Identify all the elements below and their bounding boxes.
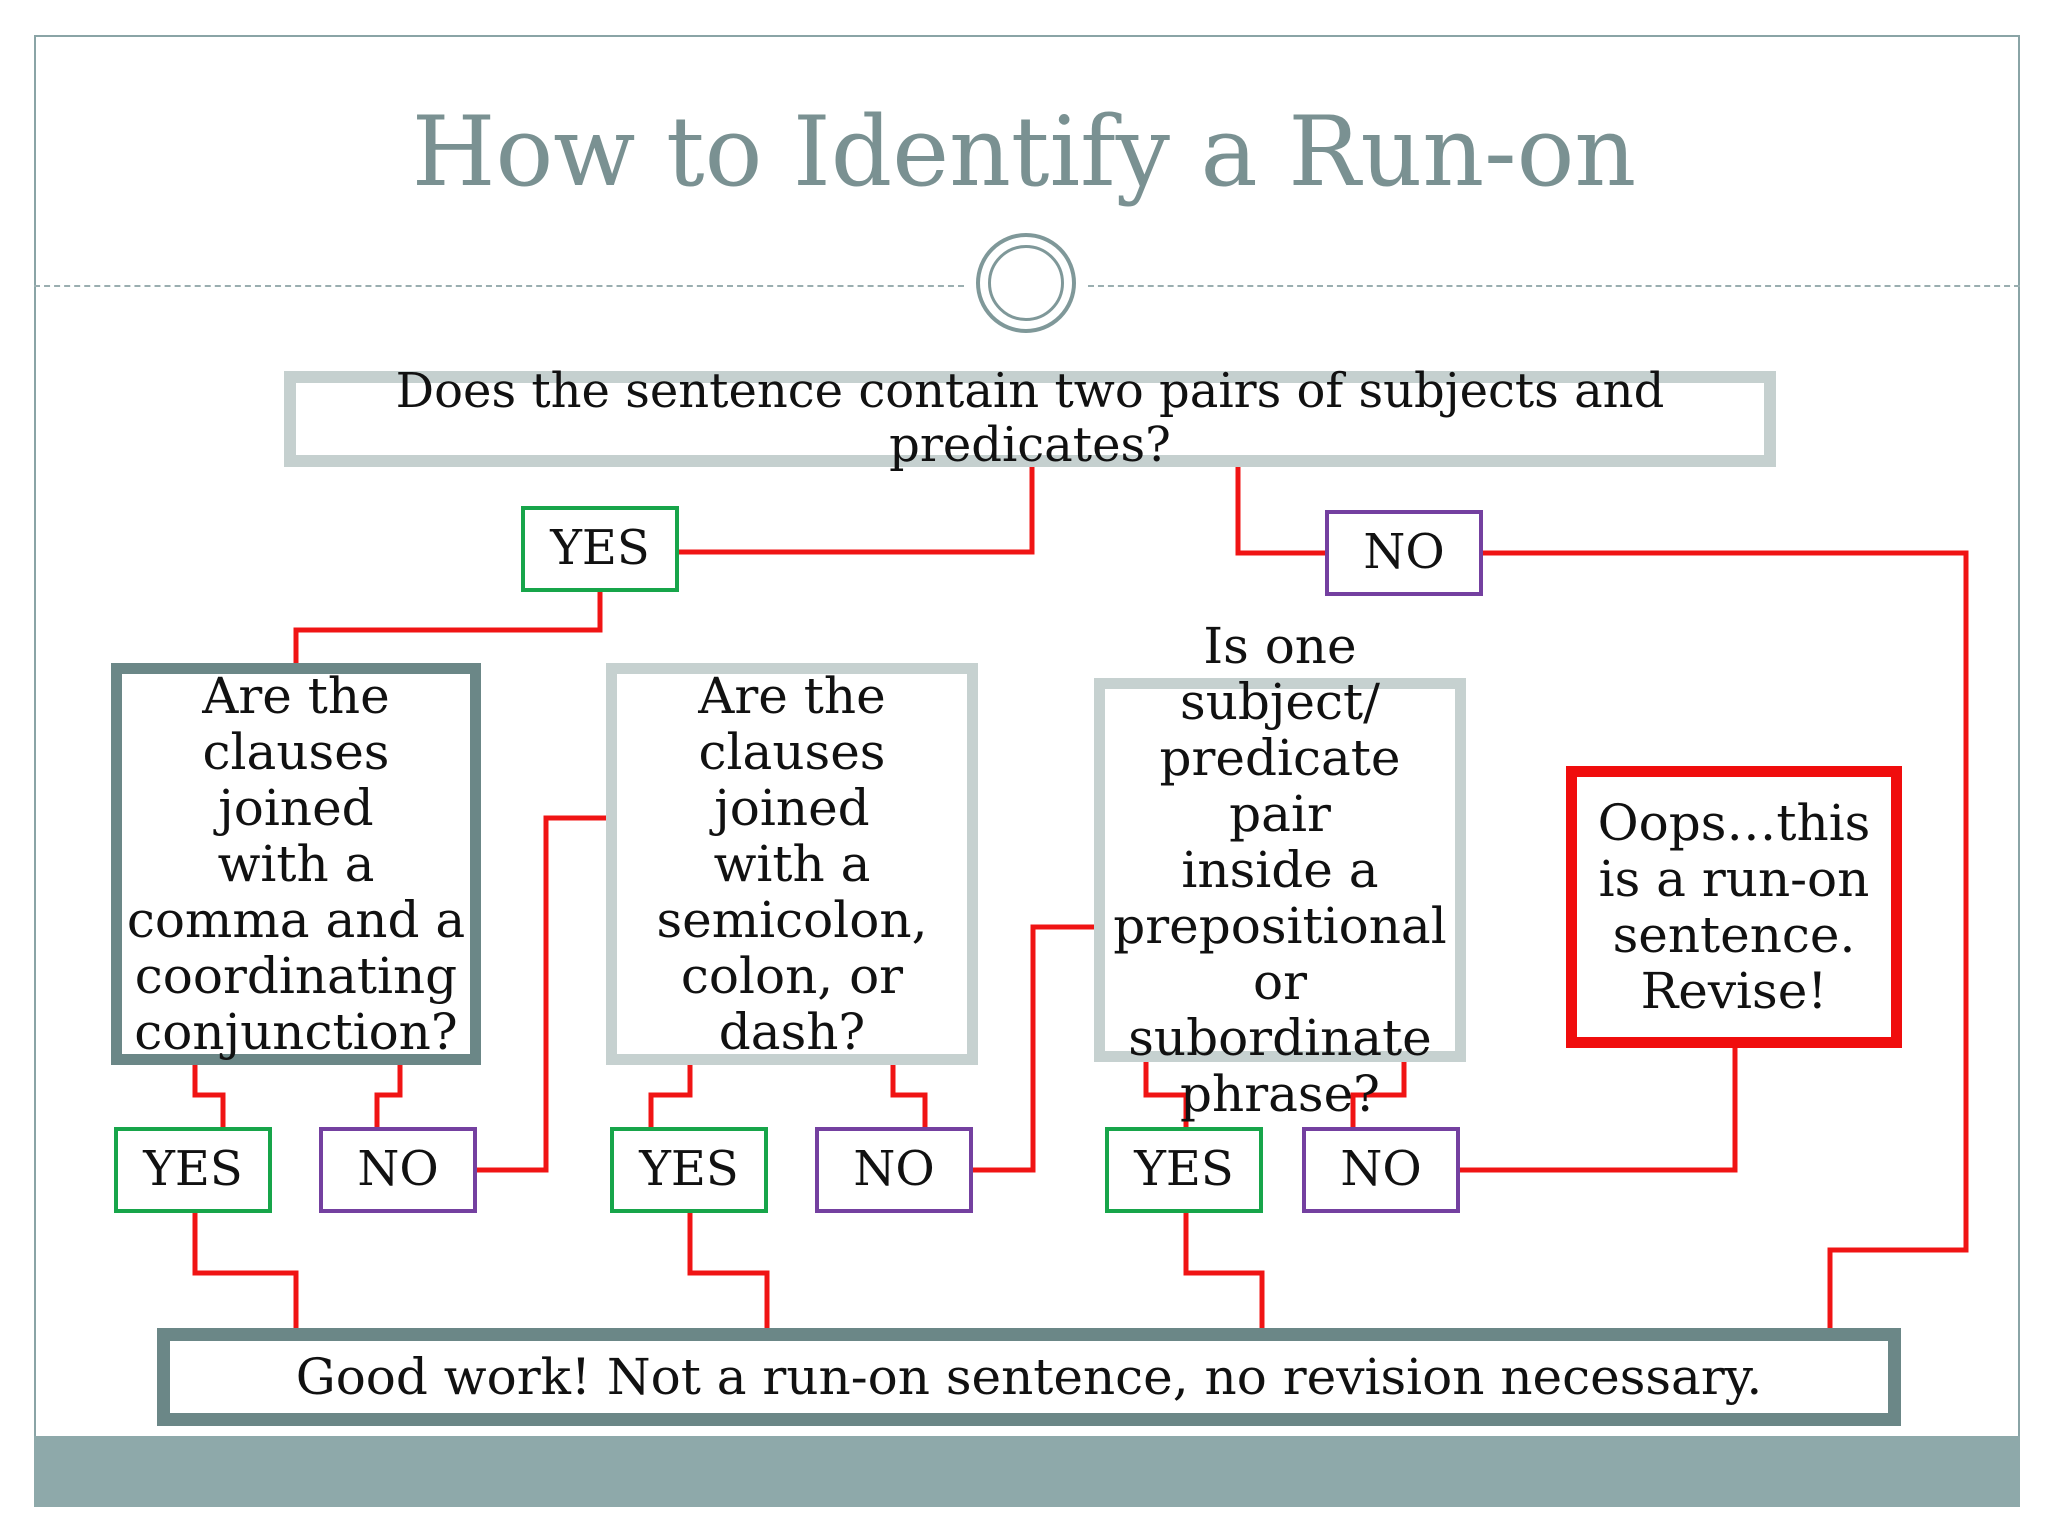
question-phrase-box: Is one subject/ predicate pair inside a …	[1094, 618, 1466, 1122]
title-divider-left	[34, 285, 964, 287]
runon-outcome-text: Oops…this is a run-on sentence. Revise!	[1597, 794, 1871, 1020]
phrase-yes-box: YES	[1105, 1127, 1263, 1213]
question-phrase-text: Is one subject/ predicate pair inside a …	[1113, 617, 1447, 1123]
main-no-label: NO	[1363, 524, 1445, 581]
connector-phrase-to-no	[1350, 1062, 1407, 1127]
question-semicolon-text: Are the clauses joined with a semicolon,…	[656, 667, 928, 1061]
semicolon-yes-label: YES	[639, 1141, 739, 1198]
comma-yes-box: YES	[114, 1127, 272, 1213]
question-main-text: Does the sentence contain two pairs of s…	[395, 363, 1665, 473]
semicolon-yes-box: YES	[610, 1127, 768, 1213]
phrase-yes-label: YES	[1134, 1141, 1234, 1198]
runon-outcome-box: Oops…this is a run-on sentence. Revise!	[1566, 766, 1902, 1048]
connector-comma-to-no	[374, 1065, 403, 1127]
question-comma-text: Are the clauses joined with a comma and …	[126, 667, 466, 1061]
connector-yes-to-comma-question	[293, 592, 603, 663]
connector-comma-no-to-semicolon	[477, 815, 606, 1173]
connector-semicolon-no-to-phrase	[973, 924, 1094, 1173]
main-no-box: NO	[1325, 510, 1483, 596]
connector-main-to-no	[1235, 467, 1325, 556]
connector-comma-yes-to-good-work	[192, 1213, 299, 1328]
connector-semicolon-yes-to-good-work	[687, 1213, 770, 1328]
slide-title: How to Identify a Run-on	[411, 96, 1637, 208]
connector-phrase-to-yes	[1143, 1062, 1189, 1127]
main-yes-box: YES	[521, 506, 679, 592]
phrase-no-box: NO	[1302, 1127, 1460, 1213]
connector-no-to-good-work	[1483, 550, 1969, 1328]
comma-no-label: NO	[357, 1141, 439, 1198]
bottom-band	[34, 1436, 2020, 1507]
connector-semicolon-to-yes	[648, 1065, 693, 1127]
good-work-outcome-box: Good work! Not a run-on sentence, no rev…	[157, 1328, 1901, 1426]
connector-comma-to-yes	[192, 1065, 226, 1127]
question-main-box: Does the sentence contain two pairs of s…	[284, 364, 1776, 472]
question-semicolon-box: Are the clauses joined with a semicolon,…	[606, 663, 978, 1065]
question-comma-box: Are the clauses joined with a comma and …	[111, 663, 481, 1065]
comma-yes-label: YES	[143, 1141, 243, 1198]
connector-main-to-yes	[679, 467, 1035, 555]
divider-circle-ornament	[976, 233, 1076, 333]
comma-no-box: NO	[319, 1127, 477, 1213]
phrase-no-label: NO	[1340, 1141, 1422, 1198]
divider-circle-inner	[988, 245, 1064, 321]
title-divider-right	[1088, 285, 2020, 287]
semicolon-no-label: NO	[853, 1141, 935, 1198]
connector-semicolon-to-no	[890, 1065, 928, 1127]
connector-phrase-yes-to-good-work	[1183, 1213, 1265, 1328]
semicolon-no-box: NO	[815, 1127, 973, 1213]
main-yes-label: YES	[550, 520, 650, 577]
connector-phrase-no-to-runon	[1460, 1048, 1738, 1173]
good-work-outcome-text: Good work! Not a run-on sentence, no rev…	[295, 1348, 1763, 1406]
